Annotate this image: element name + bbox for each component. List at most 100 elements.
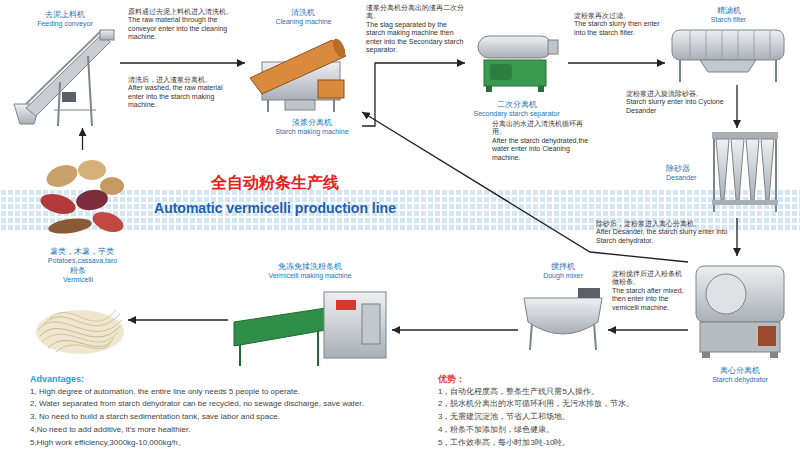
vermicelli-figure-part (50, 310, 116, 321)
filter-figure-part (754, 31, 755, 59)
filter-figure-part (706, 31, 707, 59)
raw-materials-figure-part (44, 161, 81, 191)
machine-label: 去泥上料机 (37, 10, 93, 20)
machine-node: 除砂器Desander (666, 128, 778, 218)
mixer-figure-part (578, 288, 600, 298)
separator-figure (478, 36, 558, 92)
node-text-group: 薯类，木薯，芋类Potatoes,cassava,taro (48, 247, 117, 265)
advantage-item: 4，粉条不加添加剂，绿色健康。 (438, 424, 678, 437)
vermicelli-figure-part (56, 344, 110, 352)
separator-figure-part (486, 86, 492, 92)
advantage-item: 4,No need to add additive, it’s more hea… (30, 424, 425, 437)
dehydrator-figure-part (770, 352, 778, 358)
cleaning-machine-figure-part (285, 100, 315, 110)
dehydrator-figure-part (702, 352, 710, 358)
flow-note: 淀粉搅拌后进入粉条机做粉条。 (612, 270, 686, 287)
machine-node: 免冻免揉洗粉条机Vermicelli making machine (228, 262, 392, 367)
flow-arrow (120, 62, 245, 63)
conveyor-figure-part (26, 34, 110, 116)
node-text-group: 离心分离机Starch dehydrator (712, 366, 768, 384)
machine-label: 搅拌机 (543, 262, 583, 272)
flow-arrow (82, 128, 83, 150)
vermicelli-machine-figure-part (336, 300, 356, 310)
vermicelli-machine-figure-part (239, 344, 241, 366)
advantage-item: 5，工作效率高，每小时加3吨-10吨。 (438, 437, 678, 450)
node-text-group: 搅拌机Dough mixer (543, 262, 583, 280)
node-text-group: 精滤机Starch filter (711, 6, 746, 24)
cleaning-machine-figure-part (330, 37, 348, 59)
note-group: 原料通过去泥上料机进入清洗机。The raw material through … (128, 8, 240, 42)
machine-label: 粉条 (63, 266, 93, 276)
raw-materials-figure-part (75, 187, 110, 212)
note-group: 优势：1，自动化程度高，整条生产线只需5人操作。2，脱水机分离出的水可循环利用，… (438, 373, 678, 450)
vermicelli-figure (36, 310, 124, 354)
advantage-heading: Advantages: (30, 373, 425, 386)
node-text-group: 免冻免揉洗粉条机Vermicelli making machine (269, 262, 352, 280)
filter-figure-part (690, 31, 691, 59)
machine-label: 离心分离机 (712, 366, 768, 376)
advantage-item: 3, No need to build a starch sedimentati… (30, 411, 425, 424)
node-text-group: 除砂器Desander (666, 164, 696, 182)
advantage-item: 1，自动化程度高，整条生产线只需5人操作。 (438, 386, 678, 399)
flow-arrow (128, 319, 228, 320)
dehydrator-figure-part (758, 326, 776, 346)
mixer-figure-part (594, 322, 596, 350)
cleaning-machine-figure-part (318, 80, 344, 98)
conveyor-figure-part (54, 110, 96, 111)
conveyor-figure-part (100, 30, 114, 40)
mixer-figure-part (530, 322, 532, 350)
node-text-group: 去泥上料机Feeding conveyor (37, 10, 93, 28)
raw-materials-figure-part (90, 208, 126, 236)
advantage-item: 2, Water separated from starch dehydrato… (30, 398, 425, 411)
machine-node: 去泥上料机Feeding conveyor (10, 10, 120, 128)
advantage-item: 3，无需建沉淀池，节省人工和场地。 (438, 411, 678, 424)
flow-note: The slag separated by the starch making … (366, 21, 464, 55)
flow-arrow (392, 329, 518, 330)
node-text-group: 渣浆分离机Starch making machine (275, 118, 348, 136)
vermicelli-machine-figure-part (317, 330, 319, 366)
dehydrator-figure-part (700, 322, 780, 352)
vermicelli-machine-figure-part (234, 308, 326, 346)
advantage-heading: 优势： (438, 373, 678, 386)
filter-figure-part (679, 60, 681, 82)
conveyor-figure-part (58, 82, 60, 126)
machine-node: 清洗机Cleaning machine (245, 8, 362, 115)
filter-figure-part (738, 31, 739, 59)
machine-node: 二次分离机Secondary starch separator (465, 20, 568, 118)
machine-node: 精滤机Starch filter (665, 6, 792, 85)
separator-figure-part (484, 60, 546, 86)
vermicelli-machine-figure-part (362, 304, 380, 344)
node-text-group: 粉条Vermicelli (63, 266, 93, 284)
raw-materials-figure-part (38, 191, 77, 218)
vermicelli-figure-part (42, 332, 118, 342)
dehydrator-figure-part (706, 274, 746, 314)
flow-arrow (362, 63, 465, 126)
desander-figure-part (716, 139, 729, 200)
flow-note: After the starch dehydrated,the water en… (492, 137, 592, 162)
cleaning-machine-figure-part (267, 100, 269, 112)
raw-materials-figure (38, 160, 126, 236)
mixer-figure (524, 288, 602, 350)
machine-label: 免冻免揉洗粉条机 (269, 262, 352, 272)
vermicelli-machine-figure-part (324, 292, 386, 358)
machine-label: Vermicelli making machine (269, 272, 352, 280)
node-text-group: 清洗机Cleaning machine (275, 8, 331, 26)
flow-note: 渣浆分离机分离出的渣再二次分离。 (366, 4, 464, 21)
cleaning-machine-figure-part (333, 98, 335, 112)
separator-figure-part (490, 64, 512, 80)
machine-node: 渣浆分离机Starch making machine (262, 116, 362, 136)
machine-label: 渣浆分离机 (275, 118, 348, 128)
machine-label: Secondary starch separator (474, 110, 560, 118)
flow-arrow (608, 329, 688, 330)
flow-note: The starch after mixed, then enter into … (612, 287, 686, 312)
flow-note: The starch slurry then enter into the st… (574, 20, 662, 37)
vermicelli-figure-part (36, 310, 124, 354)
filter-figure-part (672, 30, 784, 60)
advantage-item: 5,High work efficiency,3000kg-10,000kg/h… (30, 437, 425, 450)
note-group: 渣浆分离机分离出的渣再二次分离。The slag separated by th… (366, 4, 464, 54)
vermicelli-figure-part (44, 314, 120, 326)
flow-note: The raw material through the conveyor en… (128, 16, 240, 41)
machine-node: 粉条Vermicelli (28, 266, 128, 362)
node-text-group: 二次分离机Secondary starch separator (474, 100, 560, 118)
